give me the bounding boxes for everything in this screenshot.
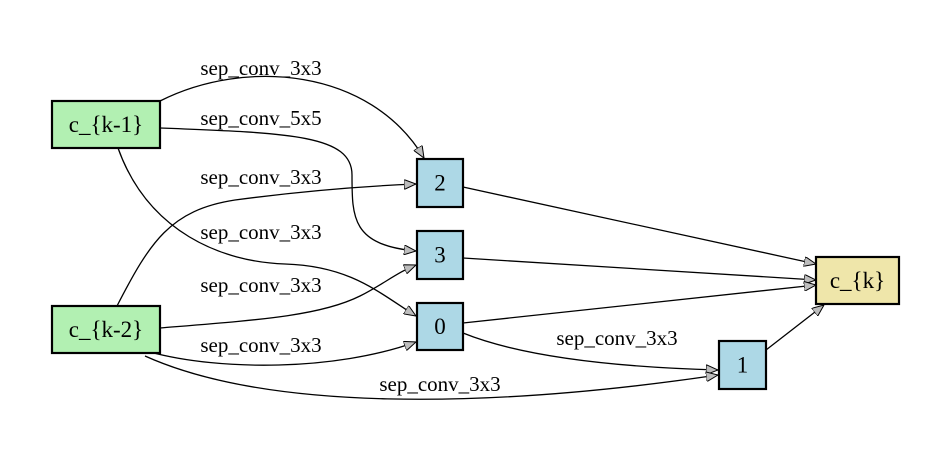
node-c-k-2-label: c_{k-2} <box>69 317 143 342</box>
node-c-k-1-box <box>50 99 162 150</box>
edge-label-n0-to-n1: sep_conv_3x3 <box>556 326 677 350</box>
node-0: 0 <box>415 301 465 352</box>
node-c-k-2: c_{k-2} <box>50 304 162 355</box>
node-c-k-label: c_{k} <box>830 268 885 293</box>
edge-n3-to-ck <box>462 257 816 280</box>
node-3: 3 <box>415 229 465 281</box>
edge-ck1-to-n0 <box>117 147 416 316</box>
edge-labels: sep_conv_3x3 sep_conv_5x5 sep_conv_3x3 s… <box>200 56 677 396</box>
node-2: 2 <box>415 157 465 209</box>
node-1-box <box>717 339 768 391</box>
node-c-k-1: c_{k-1} <box>50 99 162 150</box>
edge-ck2-to-n3 <box>159 265 416 329</box>
edge-label-ck1-to-n0: sep_conv_3x3 <box>200 220 321 244</box>
node-c-k-1-label: c_{k-1} <box>69 112 143 137</box>
edge-label-ck2-to-n3: sep_conv_3x3 <box>200 273 321 297</box>
node-c-k-2-box <box>50 304 162 355</box>
node-3-label: 3 <box>434 243 446 268</box>
nodes: c_{k-1} c_{k-2} 2 3 0 1 c_{k} <box>50 99 901 391</box>
edge-ck1-to-n3 <box>159 127 416 251</box>
edge-label-ck2-to-n2: sep_conv_3x3 <box>200 165 321 189</box>
edge-ck2-to-n1 <box>144 355 718 400</box>
edge-n0-to-n1 <box>462 332 718 370</box>
node-0-label: 0 <box>434 314 446 339</box>
node-2-label: 2 <box>434 171 446 196</box>
node-3-box <box>415 229 465 281</box>
node-c-k-box <box>814 255 901 306</box>
edge-ck2-to-n2 <box>116 184 416 307</box>
edge-label-ck1-to-n2: sep_conv_3x3 <box>200 56 321 80</box>
node-c-k: c_{k} <box>814 255 901 306</box>
edge-ck2-to-n0 <box>149 342 416 366</box>
edge-n2-to-ck <box>462 186 816 264</box>
node-2-box <box>415 157 465 209</box>
edge-label-ck2-to-n0: sep_conv_3x3 <box>200 333 321 357</box>
edge-n0-to-ck <box>462 285 816 324</box>
node-1-label: 1 <box>737 353 749 378</box>
edges <box>116 75 824 400</box>
edge-label-ck2-to-n1: sep_conv_3x3 <box>379 372 500 396</box>
node-1: 1 <box>717 339 768 391</box>
edge-n1-to-ck <box>765 305 824 351</box>
node-0-box <box>415 301 465 352</box>
edge-ck1-to-n2 <box>159 75 424 158</box>
edge-label-ck1-to-n3: sep_conv_5x5 <box>200 106 321 130</box>
